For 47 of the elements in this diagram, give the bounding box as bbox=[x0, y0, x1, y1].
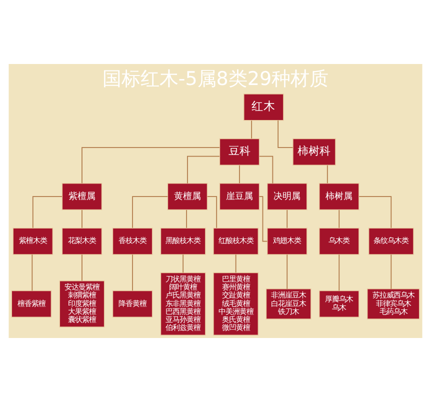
connector bbox=[338, 209, 340, 228]
node-box: 檀香紫檀 bbox=[11, 290, 52, 317]
diagram-title: 国标红木-5属8类29种材质 bbox=[102, 68, 329, 90]
node-box: 巴里黄檀 赛州黄檀 交趾黄檀 绒毛黄檀 中美洲黄檀 奥氏黄檀 微凹黄檀 bbox=[213, 272, 259, 335]
node-box: 红木 bbox=[244, 93, 284, 120]
connector bbox=[390, 254, 392, 289]
connector bbox=[286, 254, 288, 289]
node-box: 黑酸枝木类 bbox=[160, 227, 206, 254]
connector bbox=[32, 196, 62, 228]
node-box: 黄檀属 bbox=[167, 182, 208, 210]
node-box: 鸡翅木类 bbox=[266, 227, 308, 254]
connector bbox=[258, 196, 268, 242]
node-box: 柿树科 bbox=[292, 138, 336, 165]
node-box: 紫檀木类 bbox=[12, 227, 54, 254]
node-box: 花梨木类 bbox=[62, 227, 102, 254]
connector bbox=[286, 209, 288, 228]
connector bbox=[206, 196, 218, 228]
connector bbox=[187, 155, 220, 184]
connector bbox=[235, 254, 236, 273]
connector bbox=[358, 196, 392, 228]
connector bbox=[182, 254, 184, 273]
node-box: 条纹乌木类 bbox=[368, 227, 414, 254]
node-box: 降香黄檀 bbox=[112, 290, 153, 317]
connector bbox=[258, 155, 274, 184]
connector bbox=[278, 119, 294, 148]
node-box: 香枝木类 bbox=[112, 227, 153, 254]
node-box: 崖豆属 bbox=[219, 182, 260, 210]
connector bbox=[326, 164, 328, 184]
connector bbox=[239, 164, 240, 184]
node-box: 乌木类 bbox=[318, 227, 360, 254]
connector bbox=[32, 254, 33, 291]
node-box: 苏拉威西乌木 菲律宾乌木 毛药乌木 bbox=[366, 288, 420, 319]
node-box: 紫檀属 bbox=[62, 182, 102, 210]
node-box: 红酸枝木类 bbox=[213, 227, 259, 254]
node-box: 决明属 bbox=[266, 182, 308, 210]
connector bbox=[132, 196, 168, 228]
connector bbox=[186, 209, 187, 228]
connector bbox=[132, 254, 133, 291]
node-box: 安达曼紫檀 刺猬紫檀 印度紫檀 大果紫檀 囊状紫檀 bbox=[59, 280, 105, 327]
connector bbox=[82, 146, 220, 184]
node-box: 非洲崖豆木 白花崖豆木 铁刀木 bbox=[266, 288, 312, 319]
node-box: 豆科 bbox=[219, 138, 260, 165]
node-box: 刀状黑黄檀 阔叶黄檀 卢氏黑黄檀 东非黑黄檀 巴西黑黄檀 亚马孙黄檀 伯利兹黄檀 bbox=[160, 272, 206, 335]
node-box: 柿树属 bbox=[318, 182, 360, 210]
node-box: 厚瓣乌木 乌木 bbox=[318, 290, 360, 317]
connector bbox=[338, 254, 340, 291]
connector bbox=[251, 120, 252, 138]
